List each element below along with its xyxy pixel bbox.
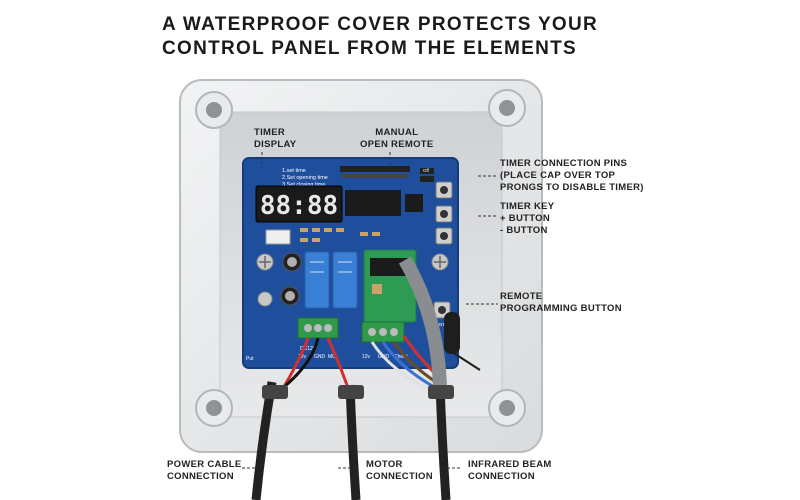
- board-screw-top-right: [431, 253, 449, 271]
- label-power-cable: POWER CABLE CONNECTION: [167, 459, 242, 482]
- plus-button[interactable]: [435, 205, 453, 223]
- antenna-coil: [444, 312, 481, 371]
- microcontroller-chip: [345, 190, 401, 216]
- silk-off: Off: [423, 168, 430, 173]
- timer-connection-pins[interactable]: [420, 168, 434, 182]
- silk-mo: MO: [328, 354, 336, 360]
- control-board: 1.set time 2.Set opening time 3.Set clos…: [242, 157, 459, 369]
- infrared-beam-cable: [398, 256, 447, 396]
- headline-line-2: CONTROL PANEL FROM THE ELEMENTS: [162, 38, 578, 59]
- board-screw-top-left: [256, 253, 274, 271]
- headline-line-1: A WATERPROOF COVER PROTECTS YOUR: [162, 14, 599, 35]
- terminal-block-left: [297, 317, 339, 339]
- minus-button[interactable]: [435, 227, 453, 245]
- screw-hole-top-left: [195, 91, 233, 129]
- label-timer-display: TIMER DISPLAY: [254, 127, 297, 150]
- silk-dc12v: DC12V: [300, 346, 317, 352]
- screw-hole-top-right: [488, 89, 526, 127]
- timer-key-button[interactable]: [435, 181, 453, 199]
- smd-components: [265, 228, 380, 245]
- label-manual-remote: MANUAL OPEN REMOTE: [360, 127, 434, 150]
- headline: A WATERPROOF COVER PROTECTS YOUR CONTROL…: [162, 13, 682, 61]
- timer-display: 88:88: [255, 185, 343, 223]
- label-timer-key: TIMER KEY + BUTTON - BUTTON: [500, 201, 555, 236]
- label-motor: MOTOR CONNECTION: [366, 459, 433, 482]
- label-remote-programming: REMOTE PROGRAMMING BUTTON: [500, 291, 622, 314]
- remote-programming-button[interactable]: [433, 301, 451, 319]
- menu-line-2: 2.Set opening time: [282, 175, 328, 181]
- silk-check: Check: [394, 354, 409, 360]
- terminal-block-right: [361, 321, 405, 343]
- capacitor-2: [280, 286, 300, 306]
- silk-gnd-left: GND: [314, 354, 326, 360]
- silk-12v-right: 12v: [362, 354, 371, 360]
- capacitor-1: [282, 252, 302, 272]
- silk-12v-left: 12v: [298, 354, 307, 360]
- menu-line-3: 3.Set closing time: [282, 182, 325, 188]
- label-timer-pins: TIMER CONNECTION PINS (PLACE CAP OVER TO…: [500, 158, 644, 193]
- silk-ant: ANT: [436, 322, 445, 327]
- driver-chip: [405, 194, 423, 212]
- screw-hole-bottom-right: [488, 389, 526, 427]
- board-screw-bottom-left: [257, 291, 273, 307]
- silk-put: Put: [246, 356, 254, 362]
- menu-line-1: 1.set time: [282, 168, 306, 174]
- display-digits: 88:88: [260, 191, 338, 221]
- leader-lines: [242, 152, 498, 469]
- screw-hole-bottom-left: [195, 389, 233, 427]
- label-infrared-beam: INFRARED BEAM CONNECTION: [468, 459, 552, 482]
- cable-glands: [262, 385, 454, 399]
- relay-2: [332, 251, 358, 309]
- manual-remote-header: [340, 166, 410, 178]
- relay-1: [304, 251, 330, 309]
